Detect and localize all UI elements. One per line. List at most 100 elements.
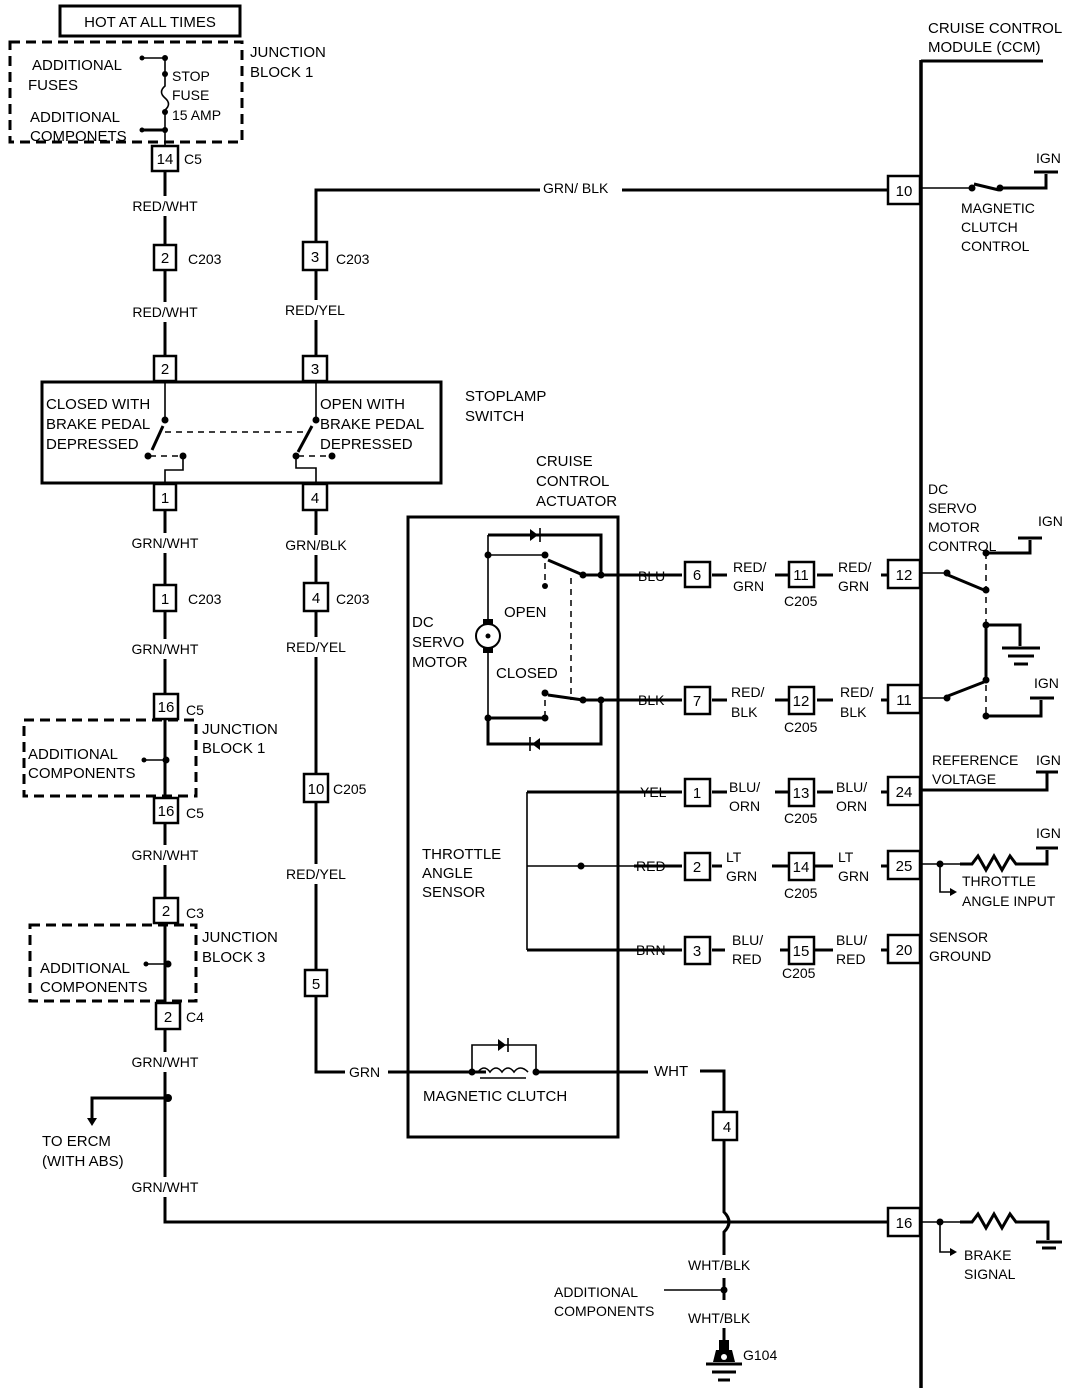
svg-text:20: 20 xyxy=(896,942,913,959)
resistor-icon xyxy=(960,850,1049,874)
svg-text:JUNCTION: JUNCTION xyxy=(202,929,278,946)
harness-row: BLK 7 RED/ BLK 12 C205 RED/ BLK 11 xyxy=(634,683,922,735)
svg-text:C205: C205 xyxy=(784,810,818,826)
ground-circuit: WHT/BLK ADDITIONAL COMPONENTS WHT/BLK G1… xyxy=(554,1140,777,1382)
svg-text:2: 2 xyxy=(161,250,169,267)
svg-text:IGN: IGN xyxy=(1036,825,1061,841)
harness-row: BLU 6 RED/ GRN 11 C205 RED/ GRN 12 xyxy=(634,558,922,609)
svg-text:GRN/WHT: GRN/WHT xyxy=(132,847,199,863)
svg-text:ADDITIONAL: ADDITIONAL xyxy=(554,1284,638,1300)
svg-text:RED/: RED/ xyxy=(840,684,874,700)
svg-text:16: 16 xyxy=(158,699,175,716)
svg-text:15 AMP: 15 AMP xyxy=(172,107,221,123)
svg-text:14: 14 xyxy=(157,151,174,168)
svg-text:FUSE: FUSE xyxy=(172,87,209,103)
stoplamp-switch: STOPLAMP SWITCH CLOSED WITH BRAKE PEDAL … xyxy=(40,380,546,485)
svg-text:ADDITIONAL: ADDITIONAL xyxy=(30,109,120,126)
svg-text:4: 4 xyxy=(312,590,320,607)
svg-text:10: 10 xyxy=(308,781,325,798)
ground-icon xyxy=(1036,1240,1062,1250)
svg-text:CLUTCH: CLUTCH xyxy=(961,219,1018,235)
svg-text:C205: C205 xyxy=(782,965,816,981)
svg-text:GRN: GRN xyxy=(838,868,869,884)
diode-icon xyxy=(530,528,541,542)
svg-text:BLK: BLK xyxy=(840,704,867,720)
svg-text:GRN/WHT: GRN/WHT xyxy=(132,1054,199,1070)
svg-text:DC: DC xyxy=(928,481,948,497)
svg-text:ACTUATOR: ACTUATOR xyxy=(536,493,617,510)
svg-text:LT: LT xyxy=(838,849,854,865)
svg-text:OPEN WITH: OPEN WITH xyxy=(320,396,405,413)
svg-text:4: 4 xyxy=(311,490,319,507)
svg-text:BLOCK 1: BLOCK 1 xyxy=(202,740,265,757)
svg-text:C205: C205 xyxy=(784,719,818,735)
svg-text:C205: C205 xyxy=(784,593,818,609)
svg-text:STOPLAMP: STOPLAMP xyxy=(465,388,546,405)
svg-text:RED: RED xyxy=(732,951,762,967)
svg-text:2: 2 xyxy=(161,361,169,378)
svg-text:4: 4 xyxy=(723,1119,731,1136)
svg-text:C205: C205 xyxy=(784,885,818,901)
svg-text:SENSOR: SENSOR xyxy=(929,929,988,945)
svg-text:SWITCH: SWITCH xyxy=(465,408,524,425)
svg-text:CLOSED: CLOSED xyxy=(496,665,558,682)
brake-switch-closed-contact xyxy=(144,382,187,483)
svg-text:ADDITIONAL: ADDITIONAL xyxy=(32,57,122,74)
svg-text:ADDITIONAL: ADDITIONAL xyxy=(28,746,118,763)
left-circuit: 14 C5 RED/WHT 2 C203 RED/WHT 2 xyxy=(120,144,222,383)
svg-text:IGN: IGN xyxy=(1034,675,1059,691)
svg-text:BRAKE PEDAL: BRAKE PEDAL xyxy=(46,416,150,433)
svg-text:C203: C203 xyxy=(188,251,222,267)
harness-row: YEL 1 BLU/ ORN 13 C205 BLU/ ORN 24 xyxy=(634,775,922,826)
diode-icon xyxy=(529,737,540,751)
svg-text:3: 3 xyxy=(311,361,319,378)
svg-text:C205: C205 xyxy=(333,781,367,797)
svg-text:13: 13 xyxy=(793,785,810,802)
junction-block-1-top: JUNCTION BLOCK 1 ADDITIONAL FUSES ADDITI… xyxy=(8,40,326,145)
svg-text:THROTTLE: THROTTLE xyxy=(962,873,1036,889)
svg-text:(WITH ABS): (WITH ABS) xyxy=(42,1153,124,1170)
to-ercm-branch: TO ERCM (WITH ABS) xyxy=(42,1094,172,1170)
svg-text:ORN: ORN xyxy=(729,798,760,814)
svg-text:BLU/: BLU/ xyxy=(836,779,867,795)
svg-text:12: 12 xyxy=(793,693,810,710)
svg-text:11: 11 xyxy=(896,692,912,709)
svg-text:WHT/BLK: WHT/BLK xyxy=(688,1257,751,1273)
svg-text:GROUND: GROUND xyxy=(929,948,991,964)
svg-text:DEPRESSED: DEPRESSED xyxy=(46,436,139,453)
svg-text:COMPONETS: COMPONETS xyxy=(30,128,127,145)
svg-text:ANGLE: ANGLE xyxy=(422,865,473,882)
svg-text:BRN: BRN xyxy=(636,942,666,958)
svg-text:BLK: BLK xyxy=(638,692,665,708)
throttle-angle-input: IGN THROTTLE ANGLE INPUT xyxy=(921,825,1061,909)
svg-text:BRAKE: BRAKE xyxy=(964,1247,1011,1263)
svg-text:C5: C5 xyxy=(186,702,204,718)
svg-text:CONTROL: CONTROL xyxy=(961,238,1030,254)
svg-text:RED/WHT: RED/WHT xyxy=(132,198,198,214)
svg-text:RED/WHT: RED/WHT xyxy=(132,304,198,320)
dc-servo-motor-icon xyxy=(475,619,501,653)
svg-text:WHT/BLK: WHT/BLK xyxy=(688,1310,751,1326)
svg-text:SERVO: SERVO xyxy=(412,634,464,651)
svg-text:C5: C5 xyxy=(186,805,204,821)
svg-text:3: 3 xyxy=(311,249,319,266)
svg-text:SERVO: SERVO xyxy=(928,500,977,516)
ccm-pin-10: 10 xyxy=(886,174,922,206)
svg-text:RED/: RED/ xyxy=(838,559,872,575)
svg-text:STOP: STOP xyxy=(172,68,210,84)
svg-text:7: 7 xyxy=(693,693,701,710)
svg-text:C5: C5 xyxy=(184,151,202,167)
svg-text:12: 12 xyxy=(896,567,913,584)
power-source-label: HOT AT ALL TIMES xyxy=(58,4,242,38)
svg-text:GRN/WHT: GRN/WHT xyxy=(132,641,199,657)
svg-text:IGN: IGN xyxy=(1038,513,1063,529)
svg-text:CRUISE: CRUISE xyxy=(536,453,593,470)
svg-text:C3: C3 xyxy=(186,905,204,921)
svg-text:RED/YEL: RED/YEL xyxy=(286,639,346,655)
svg-text:CONTROL: CONTROL xyxy=(536,473,609,490)
cruise-control-module: CRUISE CONTROL MODULE (CCM) 10 IGN MAGNE… xyxy=(886,20,1063,1388)
svg-text:3: 3 xyxy=(693,943,701,960)
svg-text:SENSOR: SENSOR xyxy=(422,884,486,901)
throttle-angle-sensor: THROTTLE ANGLE SENSOR xyxy=(422,790,634,952)
svg-text:BRAKE PEDAL: BRAKE PEDAL xyxy=(320,416,424,433)
